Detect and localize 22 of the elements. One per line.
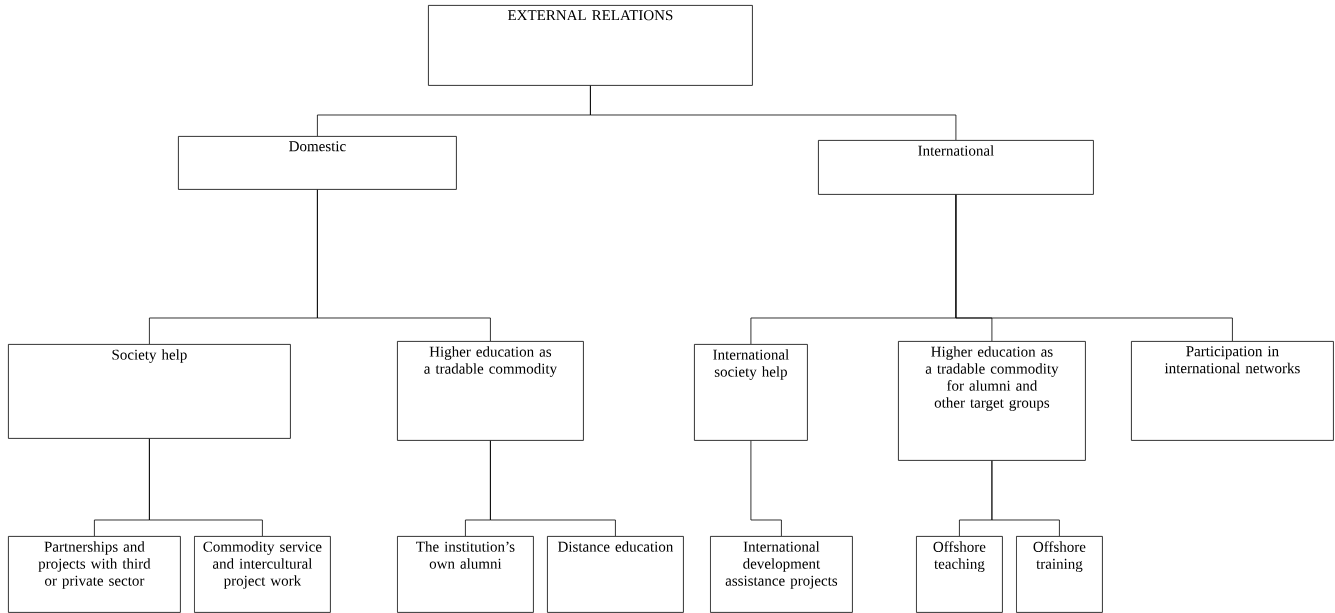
text-box: Offshore teaching (916, 536, 1003, 613)
connector-line (490, 440, 616, 537)
text-box: EXTERNAL RELATIONS (428, 5, 753, 86)
text-box: Commodity service and intercultural project work (194, 536, 331, 613)
text-box: International development assistance projects (710, 536, 853, 613)
text-box: Participation in international networks (1131, 341, 1334, 441)
connector-line (317, 189, 491, 342)
text-box: Domestic (178, 136, 457, 190)
text-box: International society help (694, 344, 808, 441)
text-box: The institution’s own alumni (397, 536, 534, 613)
text-box: Partnerships and projects with third or private sector (8, 536, 181, 613)
connector-line (991, 460, 1060, 537)
connector-line (955, 194, 1233, 342)
text-box: Offshore training (1016, 536, 1103, 613)
connector-line (590, 85, 957, 141)
text-box: International (818, 140, 1094, 195)
text-box: Society help (8, 344, 291, 439)
text-box: Higher education as a tradable commodity for alumni and other target groups (898, 341, 1086, 461)
connector-line (750, 440, 782, 537)
connector-line (149, 438, 263, 537)
text-box: Distance education (547, 536, 684, 613)
text-box: Higher education as a tradable commodity (397, 341, 584, 441)
